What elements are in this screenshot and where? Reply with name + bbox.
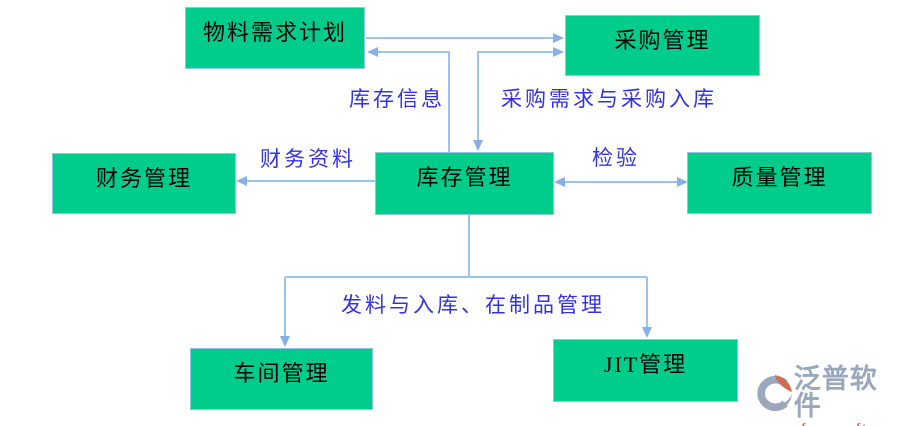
edge-label-issue-receipt: 发料与入库、在制品管理 [341, 293, 605, 317]
edge-label-inspection: 检验 [592, 146, 640, 170]
node-quality-management: 质量管理 [687, 152, 872, 214]
node-material-requirements-planning: 物料需求计划 [185, 7, 365, 69]
arrowhead-into-purchase-top [553, 33, 564, 43]
arrowhead-into-jit [642, 327, 652, 338]
node-inventory-management: 库存管理 [375, 152, 554, 215]
node-jit-management: JIT管理 [553, 339, 738, 402]
arrowhead-into-workshop [280, 336, 290, 347]
fanpu-brand-text: 泛普软件 [793, 364, 878, 421]
arrowhead-into-inventory-right [554, 177, 565, 187]
arrowhead-into-purchase-bottom [553, 47, 564, 57]
node-workshop-management: 车间管理 [190, 348, 373, 410]
edge-label-purchase-demand: 采购需求与采购入库 [501, 87, 717, 111]
arrowhead-into-inventory-top [473, 140, 483, 151]
node-finance-management: 财务管理 [52, 153, 236, 214]
arrowhead-into-finance [236, 176, 247, 186]
edge-label-finance-data: 财务资料 [260, 147, 356, 171]
fanpu-logo-icon [757, 374, 792, 411]
fanpu-logo: 泛普软件 www.fanpusoft.com [752, 366, 900, 426]
edge-label-inventory-info: 库存信息 [349, 87, 445, 111]
fanpu-url-text: www.fanpusoft.com [765, 421, 900, 426]
arrowhead-into-mrp [367, 47, 378, 57]
node-purchase-management: 采购管理 [565, 15, 760, 76]
